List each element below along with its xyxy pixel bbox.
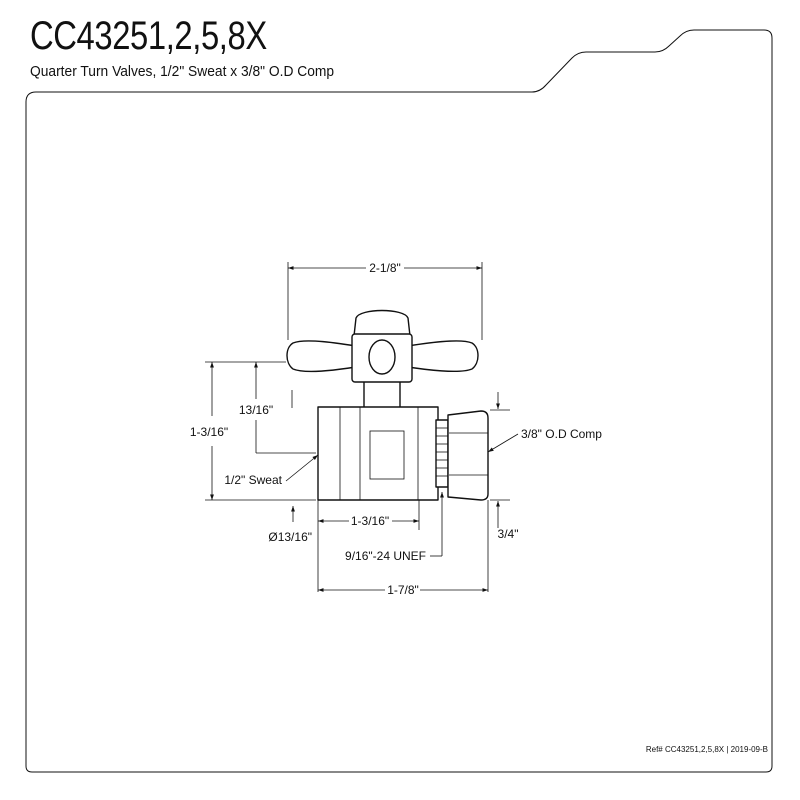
valve-drawing <box>286 309 489 501</box>
dim-outlet: 3/8" O.D Comp <box>521 427 602 441</box>
model-number: CC43251,2,5,8X <box>30 14 267 58</box>
dim-thread: 9/16"-24 UNEF <box>345 549 426 563</box>
folder-frame <box>25 29 773 773</box>
dim-inlet: 1/2" Sweat <box>224 473 282 487</box>
handle-hub-screw <box>368 339 396 375</box>
dim-body-length: 1-3/16" <box>351 514 389 528</box>
dim-overall-width: 2-1/8" <box>369 261 401 275</box>
dim-inlet-diameter: Ø13/16" <box>268 530 312 544</box>
thread-section <box>435 419 449 488</box>
dim-overall-height: 1-3/16" <box>190 425 228 439</box>
valve-body <box>317 406 439 501</box>
dim-handle-height: 13/16" <box>239 403 273 417</box>
compression-nut <box>447 410 489 501</box>
handle-right-arm <box>401 340 479 373</box>
dim-outlet-height: 3/4" <box>498 527 519 541</box>
handle-left-arm <box>286 340 363 373</box>
reference-number: Ref# CC43251,2,5,8X | 2019-09-B <box>645 745 768 754</box>
handle-cap <box>353 309 411 337</box>
product-description: Quarter Turn Valves, 1/2" Sweat x 3/8" O… <box>30 63 335 80</box>
dimension-lines <box>205 262 519 592</box>
dim-overall-length: 1-7/8" <box>387 583 419 597</box>
